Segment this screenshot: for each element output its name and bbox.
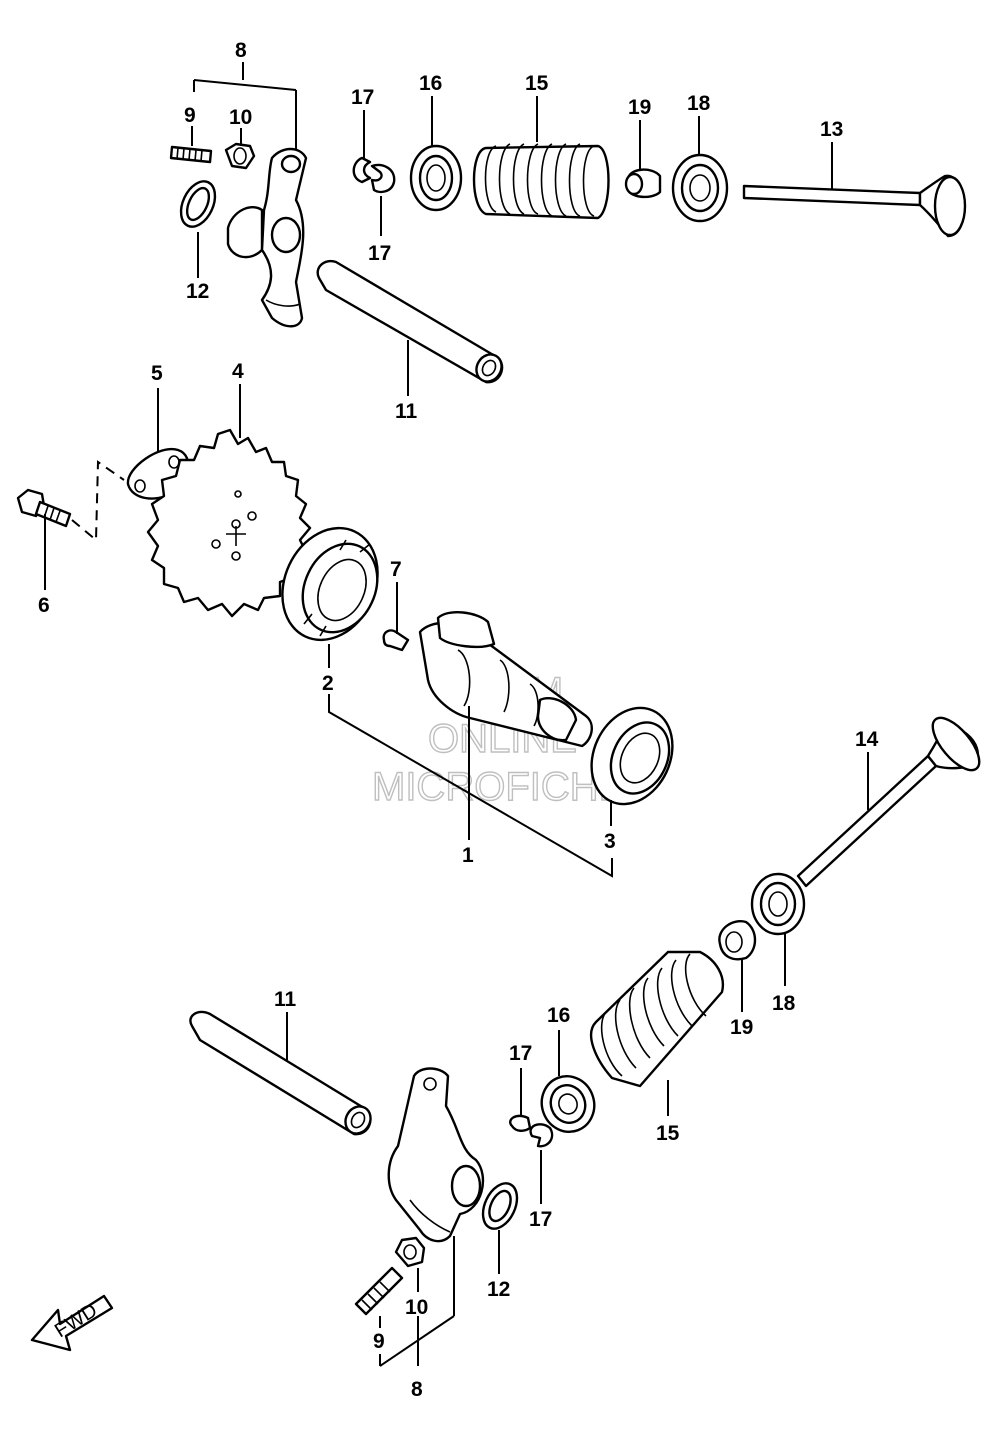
watermark-line-3: MICROFICHE [372,765,625,809]
callout-15-bottom: 15 [656,1122,680,1145]
part-17-top-cotters [352,156,396,194]
callout-17-top-a: 17 [351,86,374,109]
callout-10-bottom: 10 [405,1296,428,1319]
part-13-intake-valve [742,174,967,238]
callout-19-top: 19 [628,96,651,119]
part-18-top-spring-seat [671,153,729,223]
callout-14: 14 [855,728,879,751]
part-9-bottom-adjust-screw [354,1266,404,1316]
part-19-bottom-stem-seal [718,920,757,961]
callout-9-top: 9 [184,104,196,127]
callout-3: 3 [604,830,616,853]
leader-lines [44,62,869,1367]
callout-8-top: 8 [235,39,247,62]
callout-8-bottom: 8 [411,1378,423,1401]
part-2-bearing [281,526,379,642]
callouts: 8 9 10 12 11 17 17 16 15 19 18 13 5 4 6 … [38,39,879,1401]
callout-18-bottom: 18 [772,992,796,1015]
callout-7: 7 [390,558,402,581]
callout-13: 13 [820,118,843,141]
part-11-bottom-rocker-shaft [189,1010,372,1136]
callout-6: 6 [38,594,50,617]
part-6-bolt [16,488,72,528]
part-6-dashed-guide [71,460,125,543]
callout-9-bottom: 9 [373,1330,385,1353]
part-4-cam-sprocket [146,428,312,618]
fwd-arrow: FWD [30,1294,114,1352]
part-3-bearing [590,706,674,806]
callout-17-bottom-a: 17 [509,1042,532,1065]
part-10-top-lock-nut [224,142,256,170]
callout-1: 1 [462,844,474,867]
callout-11-bottom: 11 [274,988,297,1011]
callout-17-top-b: 17 [368,242,391,265]
callout-19-bottom: 19 [730,1016,753,1039]
part-8-bottom-rocker-arm [387,1067,485,1243]
part-17-bottom-cotters [509,1114,554,1148]
callout-11-top: 11 [395,400,418,423]
callout-16-top: 16 [419,72,442,95]
part-1-camshaft [418,611,593,748]
callout-12-top: 12 [186,280,209,303]
callout-4: 4 [232,360,244,383]
part-10-bottom-lock-nut [394,1236,426,1268]
callout-18-top: 18 [687,92,711,115]
part-12-top-washer [179,180,217,228]
part-9-top-adjust-screw [169,145,213,164]
part-15-top-valve-spring [472,143,610,220]
callout-12-bottom: 12 [487,1278,510,1301]
callout-5: 5 [151,362,163,385]
callout-2: 2 [322,672,334,695]
part-15-bottom-valve-spring [590,950,725,1088]
part-12-bottom-washer [481,1182,519,1230]
part-14-exhaust-valve [796,716,981,888]
part-18-bottom-spring-seat [750,872,806,936]
callout-15-top: 15 [525,72,549,95]
part-16-top-retainer [409,144,463,212]
callout-16-bottom: 16 [547,1004,570,1027]
part-8-top-rocker-arm [226,147,308,328]
callout-17-bottom-b: 17 [529,1208,552,1231]
part-19-top-stem-seal [624,168,662,199]
part-11-top-rocker-shaft [316,259,504,384]
part-16-bottom-retainer [540,1075,596,1133]
part-7-pin [382,629,410,652]
callout-10-top: 10 [229,106,252,129]
